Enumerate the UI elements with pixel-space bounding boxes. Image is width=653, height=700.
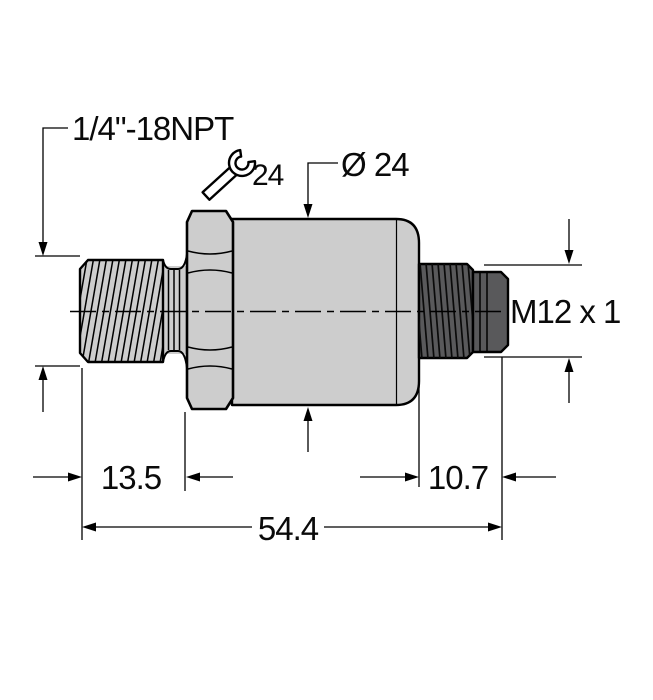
- arrowhead-up: [303, 407, 313, 421]
- arrowhead-left: [82, 522, 96, 532]
- label-wrench-size: 24: [252, 159, 284, 192]
- dim-connector-diameter: [484, 219, 582, 403]
- groove-top-edge: [162, 253, 188, 270]
- hex-outline: [185, 209, 235, 411]
- arrowhead-right: [405, 472, 419, 482]
- label-process-thread: 1/4"-18NPT: [72, 110, 234, 147]
- thread-relief-groove: [161, 253, 189, 369]
- arrowhead-right: [68, 472, 82, 482]
- hex-facet-line: [187, 269, 233, 274]
- wrench-icon: [201, 148, 257, 201]
- dim-54-4: [82, 522, 502, 532]
- arrowhead-down: [38, 242, 48, 256]
- arrowhead-up: [38, 366, 48, 380]
- leader-line: [307, 162, 338, 205]
- arrowhead-down: [564, 250, 574, 264]
- dim-value-54-4: 54.4: [258, 510, 319, 547]
- arrowhead-left: [502, 472, 516, 482]
- arrowhead-right: [488, 522, 502, 532]
- hex-facet-line: [187, 250, 233, 255]
- arrowhead-up: [564, 358, 574, 372]
- groove-bottom-edge: [162, 350, 188, 369]
- hex-facet-line: [187, 346, 233, 351]
- label-body-diameter: Ø 24: [341, 146, 409, 183]
- wrench-jaw: [227, 148, 257, 178]
- arrowhead-left: [186, 472, 200, 482]
- hex-nut: [185, 209, 235, 411]
- leader-line: [42, 127, 68, 243]
- dim-body-diameter: [303, 162, 338, 452]
- dim-process-thread: [35, 127, 80, 412]
- dim-value-13-5: 13.5: [101, 459, 161, 496]
- dim-value-10-7: 10.7: [428, 459, 488, 496]
- hex-facet-line: [187, 365, 233, 370]
- groove-fill: [161, 266, 189, 354]
- arrowhead-down: [303, 204, 313, 218]
- dim-13-5: [33, 472, 233, 482]
- length-extension-lines: [81, 357, 503, 540]
- label-connector-thread: M12 x 1: [510, 293, 620, 330]
- dim-10-7: [360, 472, 556, 482]
